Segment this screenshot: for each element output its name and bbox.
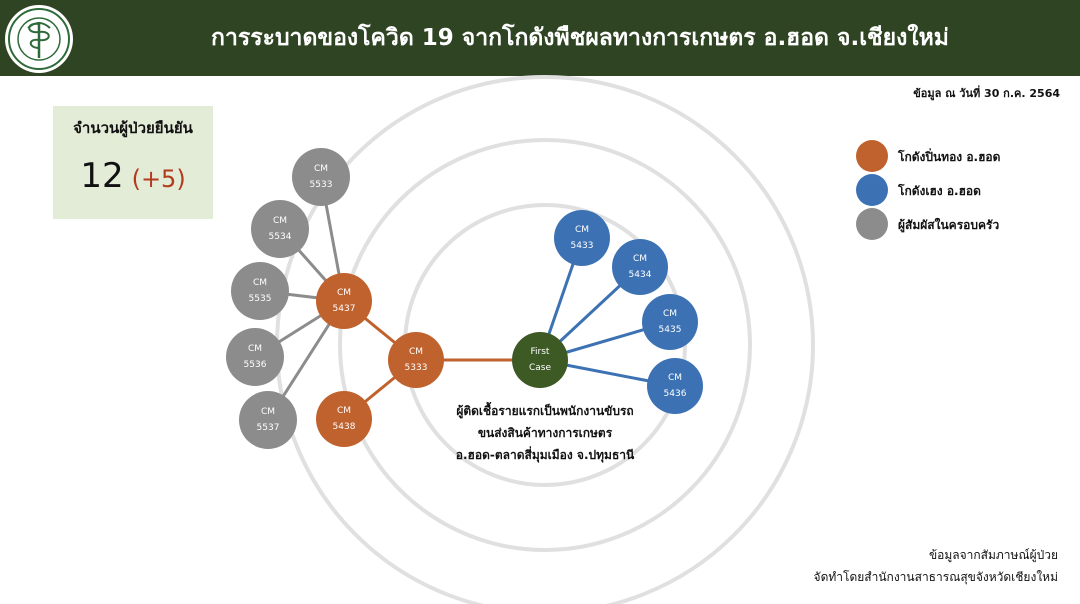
node-label-line2: 5437	[333, 304, 356, 314]
node-circle	[554, 210, 610, 266]
node-circle	[231, 262, 289, 320]
node-circle	[512, 332, 568, 388]
legend-dot-brown	[856, 140, 888, 172]
node-circle	[292, 148, 350, 206]
node-label-line2: 5536	[244, 360, 267, 370]
ring-2	[338, 138, 752, 552]
node-circle	[612, 239, 668, 295]
case-node-n5333: CM 5333	[388, 332, 444, 388]
node-label-line2: 5537	[257, 423, 280, 433]
node-label-line1: CM	[261, 407, 275, 417]
node-circle	[647, 358, 703, 414]
node-circle	[251, 200, 309, 258]
footer-author: จัดทำโดยสำนักงานสาธารณสุขจังหวัดเชียงใหม…	[813, 570, 1058, 584]
first-case-caption: ผู้ติดเชื้อรายแรกเป็นพนักงานขับรถ ขนส่งส…	[420, 400, 670, 466]
case-node-n5435: CM 5435	[642, 294, 698, 350]
case-nodes: CM5533CM5534CM5535CM5536CM5537CM5437CM54…	[226, 148, 703, 449]
caption-line: ขนส่งสินค้าทางการเกษตร	[477, 426, 613, 440]
case-node-n5534: CM 5534	[251, 200, 309, 258]
header-bar: การระบาดของโควิด 19 จากโกดังพืชผลทางการเ…	[0, 0, 1080, 76]
node-circle	[316, 273, 372, 329]
legend-label: ผู้สัมผัสในครอบครัว	[898, 218, 1000, 232]
case-node-n5438: CM 5438	[316, 391, 372, 447]
caption-line: อ.ฮอด-ตลาดสี่มุมเมือง จ.ปทุมธานี	[455, 448, 635, 462]
confirmed-count-box: จำนวนผู้ป่วยยืนยัน 12(+5)	[53, 106, 213, 219]
ministry-logo-icon	[5, 5, 73, 73]
legend-dot-blue	[856, 174, 888, 206]
case-node-n5535: CM 5535	[231, 262, 289, 320]
node-label-line1: CM	[668, 373, 682, 383]
case-node-n5434: CM 5434	[612, 239, 668, 295]
node-label-line2: Case	[529, 363, 551, 373]
node-label-line2: 5535	[249, 294, 272, 304]
node-label-line1: CM	[337, 406, 351, 416]
confirmed-count-value: 12(+5)	[53, 156, 213, 196]
legend-label: โกดังเฮง อ.ฮอด	[898, 184, 981, 198]
node-label-line2: 5333	[405, 363, 428, 373]
node-label-line1: CM	[314, 164, 328, 174]
node-label-line1: CM	[633, 254, 647, 264]
case-node-n5436: CM 5436	[647, 358, 703, 414]
node-label-line1: CM	[273, 216, 287, 226]
node-label-line2: 5534	[269, 232, 292, 242]
node-label-line1: CM	[663, 309, 677, 319]
legend-label: โกดังปิ่นทอง อ.ฮอด	[898, 150, 1001, 164]
node-label-line2: 5433	[571, 241, 594, 251]
case-node-n5437: CM 5437	[316, 273, 372, 329]
footer-credits: ข้อมูลจากสัมภาษณ์ผู้ป่วย จัดทำโดยสำนักงา…	[814, 544, 1058, 588]
caption-line: ผู้ติดเชื้อรายแรกเป็นพนักงานขับรถ	[456, 404, 634, 418]
node-circle	[316, 391, 372, 447]
node-label-line1: CM	[409, 347, 423, 357]
case-node-n5536: CM 5536	[226, 328, 284, 386]
node-label-line1: CM	[337, 288, 351, 298]
node-label-line1: CM	[248, 344, 262, 354]
case-node-n5533g: CM 5533	[292, 148, 350, 206]
node-label-line1: CM	[575, 225, 589, 235]
node-label-line1: First	[531, 347, 550, 357]
node-circle	[239, 391, 297, 449]
case-node-n5433: CM 5433	[554, 210, 610, 266]
node-circle	[388, 332, 444, 388]
page-title: การระบาดของโควิด 19 จากโกดังพืชผลทางการเ…	[211, 25, 949, 51]
confirmed-count-delta: (+5)	[131, 165, 186, 193]
confirmed-count-label: จำนวนผู้ป่วยยืนยัน	[73, 119, 193, 137]
confirmed-count-number: 12	[80, 156, 124, 196]
node-label-line2: 5438	[333, 422, 356, 432]
node-label-line2: 5436	[664, 389, 687, 399]
legend-dot-gray	[856, 208, 888, 240]
node-circle	[226, 328, 284, 386]
node-label-line2: 5435	[659, 325, 682, 335]
case-node-n5537: CM 5537	[239, 391, 297, 449]
footer-source: ข้อมูลจากสัมภาษณ์ผู้ป่วย	[928, 548, 1058, 562]
data-date-note: ข้อมูล ณ วันที่ 30 ก.ค. 2564	[913, 87, 1060, 100]
node-label-line2: 5533	[310, 180, 333, 190]
node-label-line1: CM	[253, 278, 267, 288]
node-circle	[642, 294, 698, 350]
node-label-line2: 5434	[629, 270, 652, 280]
